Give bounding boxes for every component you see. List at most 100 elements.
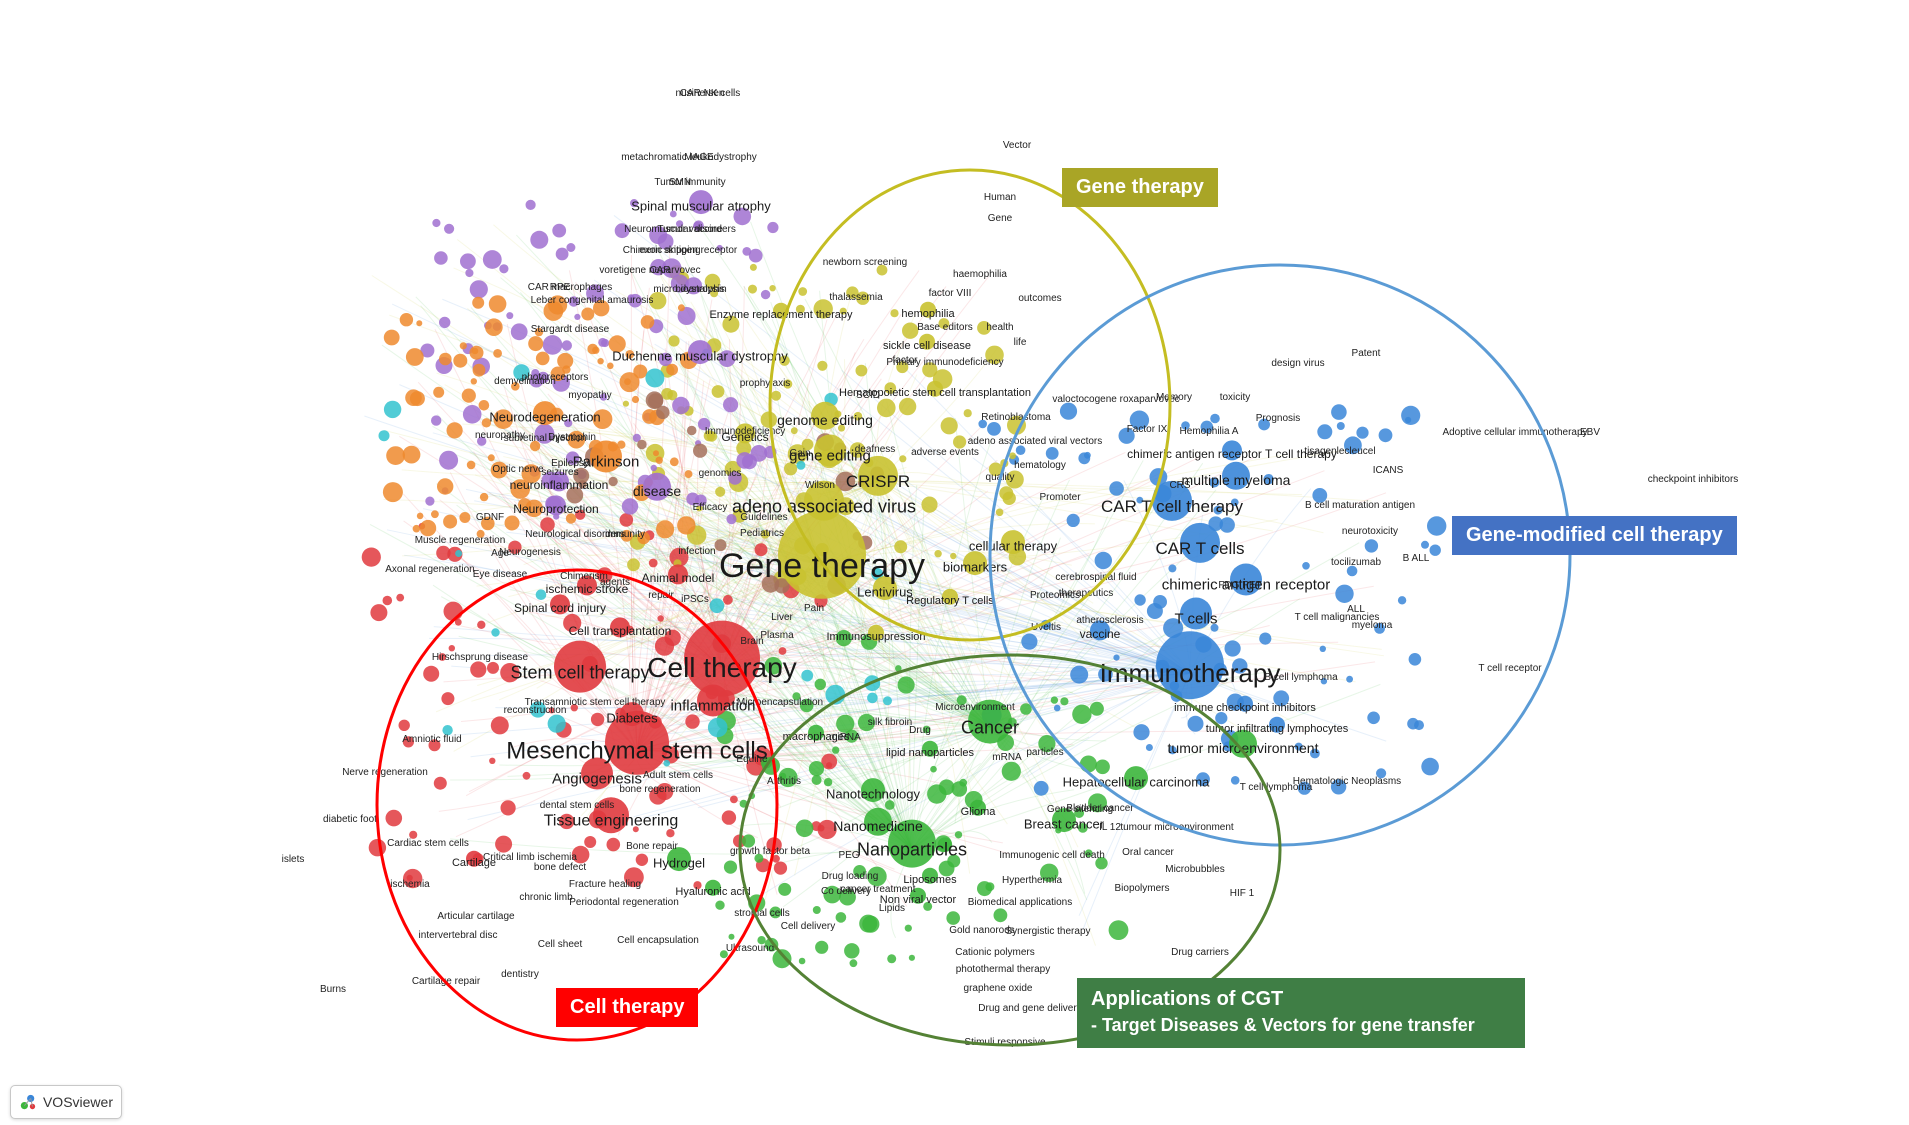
term-node[interactable] (1129, 410, 1150, 430)
term-node[interactable] (504, 515, 520, 531)
term-node[interactable] (656, 520, 675, 539)
term-node[interactable] (650, 464, 657, 472)
term-node[interactable] (670, 274, 689, 293)
term-node[interactable] (575, 509, 586, 520)
term-node[interactable] (482, 250, 502, 269)
term-node[interactable] (1153, 595, 1167, 609)
term-node[interactable] (950, 552, 957, 560)
term-label-small[interactable]: nusinersen (676, 88, 725, 99)
term-node[interactable] (995, 508, 1004, 517)
term-node[interactable] (564, 419, 573, 428)
term-label-small[interactable]: adverse events (911, 447, 979, 458)
term-node[interactable] (459, 512, 471, 523)
term-label-small[interactable]: Biomedical applications (968, 897, 1073, 908)
term-label-small[interactable]: Tumor immunity (654, 177, 725, 188)
term-node[interactable] (908, 954, 916, 961)
term-label-small[interactable]: toxicity (1220, 392, 1251, 403)
term-label-small[interactable]: tisagenlecleucel (1304, 446, 1375, 457)
term-node[interactable] (529, 440, 541, 452)
term-node[interactable] (561, 340, 572, 351)
term-node-major[interactable] (1180, 522, 1220, 563)
term-label-small[interactable]: cancer treatment (840, 884, 915, 895)
term-label-small[interactable]: demyelination (494, 376, 556, 387)
term-label-small[interactable]: Arthritis (767, 776, 801, 787)
term-label[interactable]: Cartilage (452, 857, 496, 869)
term-node[interactable] (481, 516, 495, 531)
term-node[interactable] (696, 505, 703, 512)
term-node[interactable] (1421, 540, 1429, 549)
term-node[interactable] (787, 444, 808, 464)
term-node-major[interactable] (920, 301, 936, 318)
term-node[interactable] (884, 800, 895, 810)
term-node[interactable] (902, 322, 919, 339)
term-label-small[interactable]: cerebrospinal fluid (1055, 572, 1136, 583)
term-node[interactable] (416, 320, 423, 327)
term-node[interactable] (684, 470, 693, 479)
term-label[interactable]: Breast cancer (1024, 817, 1105, 832)
term-node[interactable] (573, 467, 590, 484)
term-node[interactable] (715, 486, 726, 497)
term-label-small[interactable]: intervertebral disc (419, 930, 498, 941)
term-node-major[interactable] (593, 797, 629, 834)
term-label[interactable]: Genetics (721, 430, 768, 444)
term-node[interactable] (1427, 516, 1447, 536)
term-node[interactable] (470, 661, 487, 678)
term-label[interactable]: Immunosuppression (826, 631, 925, 643)
term-node[interactable] (1002, 491, 1016, 505)
term-label[interactable]: CRISPR (846, 472, 910, 491)
term-node[interactable] (668, 335, 680, 347)
term-label-small[interactable]: Hemophilia A (1180, 426, 1239, 437)
term-node[interactable] (771, 390, 782, 401)
term-node[interactable] (1136, 496, 1144, 504)
term-node[interactable] (477, 436, 487, 446)
term-node-major[interactable] (804, 480, 844, 521)
term-label-small[interactable]: newborn screening (823, 257, 908, 268)
term-node[interactable] (624, 378, 631, 386)
term-node[interactable] (443, 601, 463, 621)
term-node[interactable] (1312, 488, 1328, 503)
term-node[interactable] (1374, 623, 1385, 634)
term-node[interactable] (883, 696, 892, 706)
term-node[interactable] (890, 309, 899, 318)
term-node[interactable] (1134, 594, 1146, 606)
term-node[interactable] (469, 280, 488, 299)
term-label-small[interactable]: Retinoblastoma (981, 412, 1051, 423)
term-label-small[interactable]: Fracture healing (569, 879, 641, 890)
term-node[interactable] (416, 512, 424, 520)
term-node[interactable] (845, 729, 859, 743)
term-node-major[interactable] (689, 190, 713, 215)
term-node[interactable] (383, 400, 402, 419)
term-node[interactable] (657, 615, 664, 622)
term-node[interactable] (846, 286, 859, 299)
term-node-major[interactable] (549, 471, 569, 492)
term-node[interactable] (1009, 452, 1016, 460)
term-label-small[interactable]: Hematologic Neoplasms (1293, 776, 1401, 787)
term-node[interactable] (835, 471, 856, 492)
term-node[interactable] (849, 442, 866, 458)
term-node[interactable] (493, 409, 513, 430)
term-node[interactable] (1059, 402, 1078, 420)
term-node[interactable] (592, 409, 613, 429)
term-node[interactable] (853, 411, 863, 421)
term-label-small[interactable]: silk fibroin (868, 717, 912, 728)
term-node[interactable] (409, 830, 418, 839)
term-label-small[interactable]: Base editors (917, 322, 973, 333)
term-node[interactable] (423, 665, 440, 682)
term-label-small[interactable]: haemophilia (953, 269, 1007, 280)
term-node[interactable] (439, 316, 451, 329)
term-node-major[interactable] (910, 887, 926, 904)
term-node[interactable] (566, 486, 584, 504)
term-node[interactable] (704, 273, 721, 290)
term-label-small[interactable]: Nerve regeneration (342, 767, 428, 778)
term-node[interactable] (801, 669, 814, 682)
term-node[interactable] (978, 419, 987, 429)
term-label[interactable]: ischemic stroke (546, 582, 629, 596)
term-node[interactable] (1273, 690, 1290, 707)
term-label-small[interactable]: diabetic foot (323, 814, 377, 825)
term-node[interactable] (1168, 564, 1177, 573)
term-node[interactable] (1050, 696, 1059, 704)
term-node[interactable] (884, 382, 897, 394)
term-node[interactable] (716, 244, 723, 252)
term-label[interactable]: Enzyme replacement therapy (709, 309, 853, 321)
term-node[interactable] (1095, 759, 1110, 775)
